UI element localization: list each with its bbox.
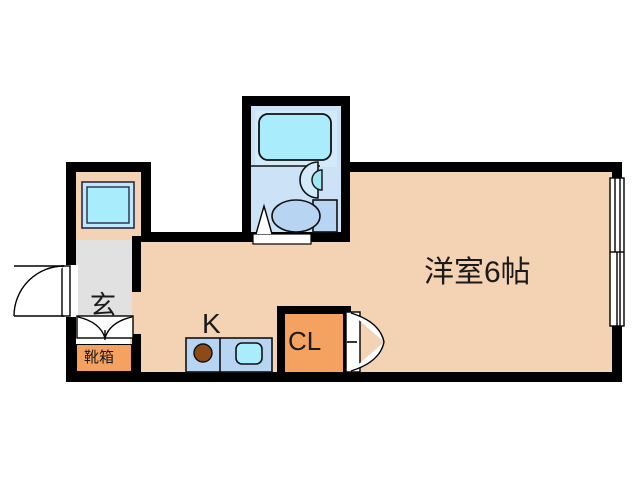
toilet-bowl-icon	[271, 199, 321, 233]
wall-bathroom-north	[242, 96, 350, 106]
bathroom-door-swing-arc	[255, 203, 273, 235]
closet-block	[283, 312, 345, 372]
main-room-floor-upper	[348, 170, 612, 242]
shoebox-label: 靴箱	[84, 349, 115, 366]
wall-mainroom-north	[341, 162, 622, 172]
wall-kitchen-north	[141, 232, 252, 242]
kitchen-label: K	[202, 308, 221, 339]
wash-basin-bowl-icon	[311, 169, 323, 191]
bathtub-icon	[258, 113, 332, 161]
wash-basin-icon	[299, 161, 319, 199]
wall-bathroom-west	[242, 96, 251, 242]
wall-genkan-east-lower	[132, 334, 141, 372]
closet-door-leaf-lower	[350, 341, 385, 372]
entrance-door-swing-arc	[13, 265, 65, 317]
wall-bottom-exterior	[66, 372, 622, 382]
wall-washer-right	[141, 162, 151, 242]
shoebox-block	[76, 344, 132, 372]
washing-machine-drum-icon	[86, 186, 130, 224]
kitchen-stove-icon	[193, 343, 213, 363]
wall-closet-west	[277, 306, 285, 372]
kitchen-sink-icon	[235, 342, 263, 365]
entrance-door-panel	[61, 265, 71, 317]
wall-washer-top	[66, 162, 151, 172]
closet-door-leaf-upper	[350, 312, 385, 343]
bathroom-door-opening	[252, 233, 312, 245]
genkan-door-leaf-left	[77, 316, 106, 339]
wall-genkan-east	[132, 236, 141, 292]
wall-closet-north	[277, 306, 351, 314]
genkan-label: 玄	[90, 290, 117, 320]
main-room-label: 洋室6帖	[424, 256, 531, 289]
genkan-door-leaf-right	[104, 316, 133, 339]
closet-label: CL	[288, 326, 322, 356]
